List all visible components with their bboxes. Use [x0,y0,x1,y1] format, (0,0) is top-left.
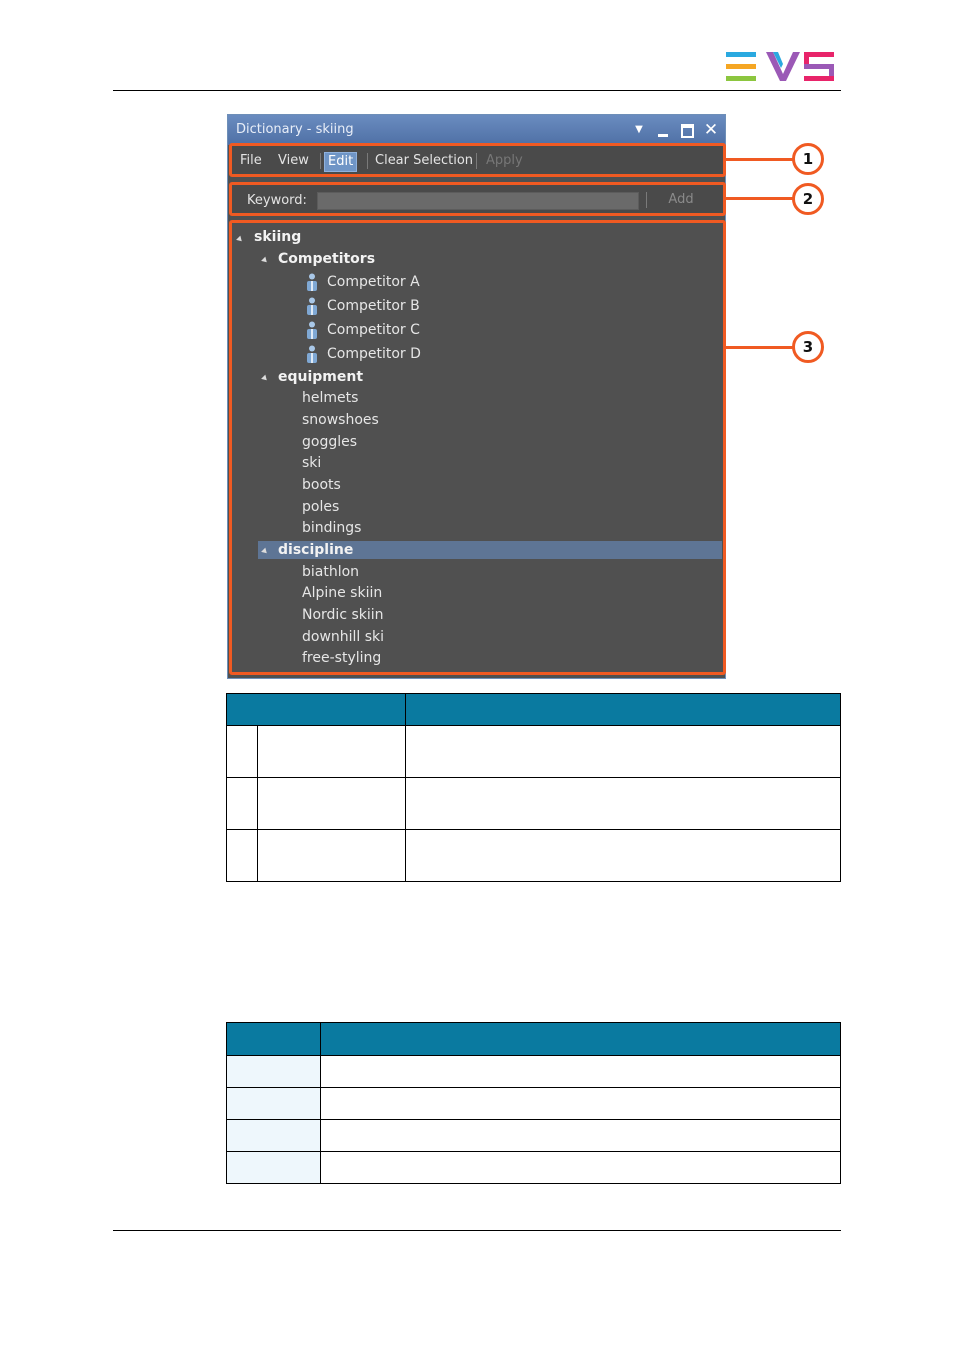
table-cell [226,1055,321,1088]
keyword-label: Keyword: [247,193,307,208]
table-row [226,1119,841,1152]
tree-item[interactable]: helmets [302,390,359,406]
tree-item[interactable]: goggles [302,434,358,450]
table-cell [226,1151,321,1184]
tree-node-equipment[interactable]: equipment [278,369,364,385]
menu-view[interactable]: View [278,153,309,168]
table-header-cell [405,693,841,726]
callout-box-2 [229,182,726,216]
table-cell [320,1087,841,1120]
table-row [226,725,841,778]
tree-node-discipline[interactable]: discipline [278,542,354,558]
tree-item[interactable]: Competitor B [327,298,420,314]
table-cell [257,725,406,778]
menu-table [226,1022,841,1184]
menu-separator [367,153,368,169]
keyword-bar: Keyword: Add [232,185,723,215]
person-icon [307,345,317,363]
title-bar: Dictionary - skiing ▼ ✕ [228,115,725,145]
table-header-cell [320,1022,841,1056]
apply-button[interactable]: Apply [486,153,523,168]
table-cell [226,1119,321,1152]
minimize-icon[interactable] [654,115,672,145]
table-cell [320,1055,841,1088]
tree-item[interactable]: free-styling [302,650,382,666]
tree-item[interactable]: biathlon [302,564,360,580]
callout-line-3 [726,346,793,349]
table-cell [257,829,406,882]
callout-line-1 [726,158,793,161]
add-button[interactable]: Add [668,192,694,207]
footer-rule [113,1230,841,1231]
tree-item[interactable]: ski [302,455,322,471]
evs-logo [726,52,834,81]
maximize-icon[interactable] [678,115,696,145]
table-row [226,777,841,830]
menu-bar: File View Edit Clear Selection Apply [232,145,723,175]
menu-file[interactable]: File [240,153,262,168]
callout-line-2 [726,197,793,200]
clear-selection-button[interactable]: Clear Selection [375,153,474,168]
table-header-row [226,1022,841,1056]
header-rule [113,90,841,91]
tree-item[interactable]: Nordic skiin [302,607,384,623]
table-row [226,829,841,882]
table-cell [226,777,258,830]
table-header-cell [226,693,406,726]
table-cell [226,725,258,778]
table-cell [226,1087,321,1120]
table-row [226,1151,841,1184]
tree-item[interactable]: bindings [302,520,362,536]
table-row [226,1087,841,1120]
area-table [226,693,841,882]
person-icon [307,321,317,339]
keyword-separator [646,192,647,208]
callout-marker-3: 3 [792,331,824,363]
tree-item[interactable]: downhill ski [302,629,385,645]
menu-edit[interactable]: Edit [324,152,358,172]
tree-item[interactable]: Competitor D [327,346,421,362]
person-icon [307,297,317,315]
window-title: Dictionary - skiing [236,122,354,137]
table-row [226,1055,841,1088]
dictionary-tree: skiing Competitors Competitor A Competit… [232,225,723,675]
tree-item[interactable]: Alpine skiin [302,585,383,601]
table-cell [405,829,841,882]
callout-marker-1: 1 [792,143,824,175]
tree-root[interactable]: skiing [254,229,302,245]
tree-item[interactable]: boots [302,477,341,493]
callout-box-1 [229,143,726,177]
tree-item[interactable]: poles [302,499,340,515]
table-cell [257,777,406,830]
tree-item[interactable]: Competitor C [327,322,420,338]
menu-separator [320,153,321,169]
tree-node-competitors[interactable]: Competitors [278,251,376,267]
close-icon[interactable]: ✕ [703,120,719,140]
table-cell [405,725,841,778]
callout-marker-2: 2 [792,183,824,215]
callout-box-3 [229,220,726,675]
table-header-row [226,693,841,726]
person-icon [307,273,317,291]
menu-separator [476,153,477,169]
table-cell [405,777,841,830]
tree-item[interactable]: snowshoes [302,412,379,428]
table-cell [320,1119,841,1152]
selection-highlight [258,541,722,559]
tree-item[interactable]: Competitor A [327,274,420,290]
table-cell [320,1151,841,1184]
dictionary-window: Dictionary - skiing ▼ ✕ File View Edit C… [227,114,726,679]
keyword-input[interactable] [317,192,639,210]
table-cell [226,829,258,882]
table-header-cell [226,1022,321,1056]
dropdown-icon[interactable]: ▼ [635,124,643,135]
